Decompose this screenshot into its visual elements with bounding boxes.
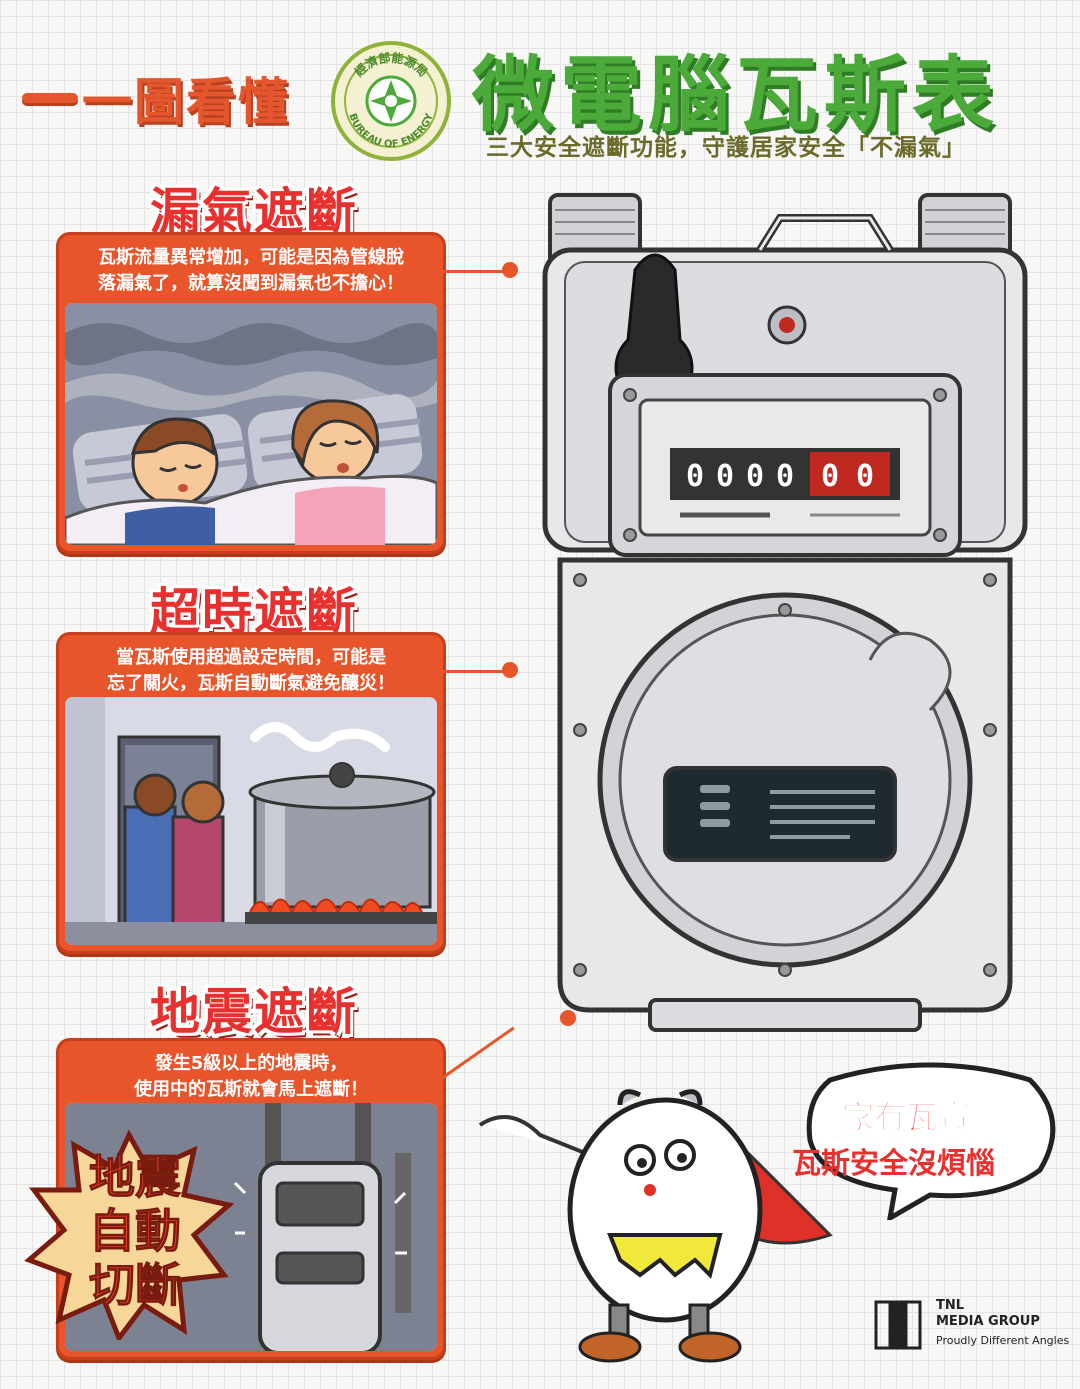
desc-line: 使用中的瓦斯就會馬上遮斷！ <box>134 1079 368 1100</box>
tnl-logo-icon <box>874 1300 922 1350</box>
badge-line: 切斷 <box>89 1258 182 1313</box>
mascot-wabao <box>478 1089 833 1363</box>
counter-digit: 0 <box>776 459 794 494</box>
panel-earthquake-desc: 發生5級以上的地震時， 使用中的瓦斯就會馬上遮斷！ <box>59 1041 443 1103</box>
speech-bubble <box>806 1062 1056 1220</box>
bureau-of-energy-logo: 經濟部能源局 BUREAU OF ENERGY <box>331 41 451 161</box>
footer-brand-line1: TNL <box>936 1298 965 1313</box>
counter-digit-red: 0 <box>856 459 874 494</box>
counter-digit: 0 <box>746 459 764 494</box>
earthquake-badge-text: 地震 自動 切斷 <box>70 1150 200 1313</box>
counter-digit-red: 0 <box>821 459 839 494</box>
footer-brand-line2: MEDIA GROUP <box>936 1314 1040 1329</box>
illustration-sleeping-couple <box>65 303 437 545</box>
earthquake-burst-badge <box>24 1130 234 1340</box>
desc-line: 忘了關火，瓦斯自動斷氣避免釀災！ <box>107 673 395 694</box>
panel-timeout-desc: 當瓦斯使用超過設定時間，可能是 忘了關火，瓦斯自動斷氣避免釀災！ <box>59 635 443 697</box>
desc-line: 瓦斯流量異常增加，可能是因為管線脫 <box>98 247 404 268</box>
connector-dot <box>560 1010 576 1026</box>
connector-dot <box>502 662 518 678</box>
bubble-line2: 瓦斯安全沒煩惱 <box>792 1146 996 1180</box>
badge-line: 自動 <box>89 1204 182 1259</box>
bubble-line1: 家有瓦寶 <box>841 1098 971 1137</box>
footer-tagline: Proudly Different Angles <box>936 1334 1070 1347</box>
counter-digit: 0 <box>686 459 704 494</box>
desc-line: 落漏氣了，就算沒聞到漏氣也不擔心！ <box>98 273 404 294</box>
connector-line <box>440 270 508 273</box>
counter-digit: 0 <box>716 459 734 494</box>
dash-mark <box>22 93 78 103</box>
connector-line <box>440 670 508 673</box>
gas-meter-illustration: 0 0 0 0 0 0 <box>542 193 1028 1032</box>
desc-line: 當瓦斯使用超過設定時間，可能是 <box>116 647 386 668</box>
connector-dot <box>502 262 518 278</box>
panel-leak-desc: 瓦斯流量異常增加，可能是因為管線脫 落漏氣了，就算沒聞到漏氣也不擔心！ <box>59 235 443 297</box>
desc-line: 發生5級以上的地震時， <box>154 1053 348 1074</box>
connector-line <box>439 1026 515 1081</box>
brand-text: 一圖看懂 <box>82 73 290 131</box>
illustration-stove-pot <box>65 697 437 945</box>
panel-leak: 瓦斯流量異常增加，可能是因為管線脫 落漏氣了，就算沒聞到漏氣也不擔心！ <box>56 232 446 554</box>
page-title: 微電腦瓦斯表 <box>472 48 1001 143</box>
page-subtitle: 三大安全遮斷功能，守護居家安全「不漏氣」 <box>486 135 966 161</box>
section-heading-earthquake: 地震遮斷 <box>149 982 358 1042</box>
badge-line: 地震 <box>89 1150 182 1205</box>
panel-timeout: 當瓦斯使用超過設定時間，可能是 忘了關火，瓦斯自動斷氣避免釀災！ <box>56 632 446 954</box>
brand-header: 一圖看懂 <box>22 62 290 134</box>
